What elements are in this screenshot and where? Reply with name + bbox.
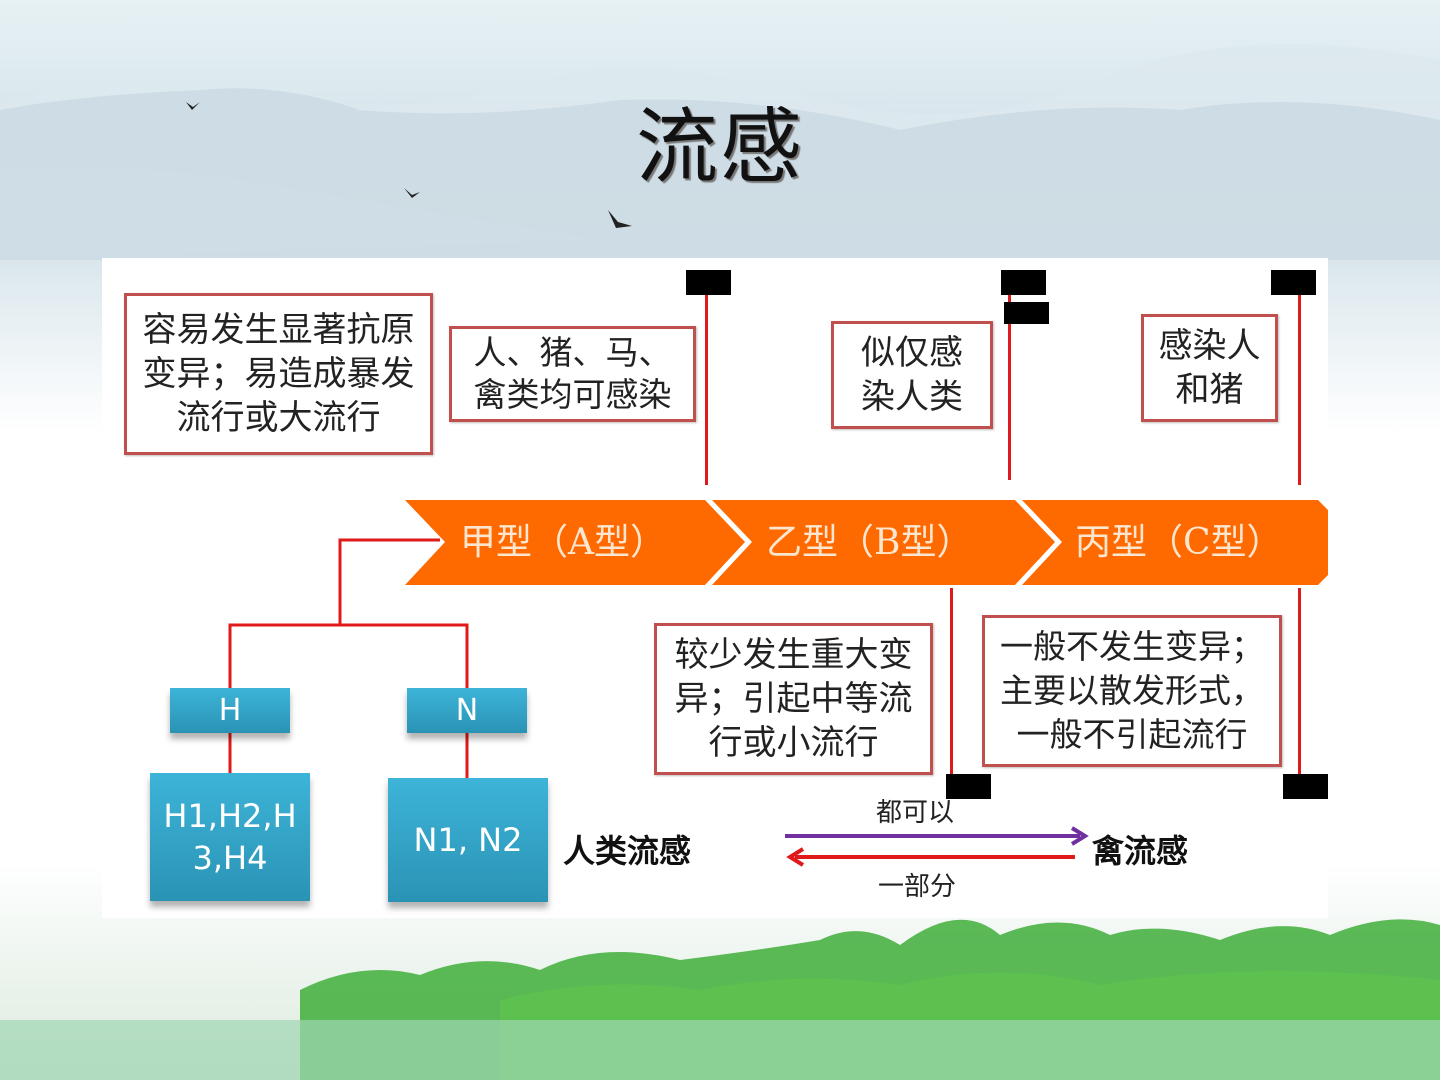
redaction-block [686, 270, 731, 295]
subtype-h-box: H [170, 688, 290, 733]
subtype-h-values: H1,H2,H3,H4 [163, 797, 297, 877]
arrow-forward-head [1070, 826, 1089, 846]
subtype-n-box: N [407, 688, 527, 733]
note-type-c-variation: 一般不发生变异；主要以散发形式，一般不引起流行 [982, 615, 1282, 767]
marker-line-b-top [1008, 270, 1011, 480]
subtype-n-values-box: N1, N2 [388, 778, 548, 902]
type-c-label: 丙型（C型） [1075, 522, 1283, 563]
chevron-type-a [405, 500, 745, 585]
type-b-label: 乙型（B型） [766, 522, 973, 563]
marker-line-b-bottom [950, 588, 953, 783]
bird-icon [186, 102, 200, 110]
note-type-c-host: 感染人和猪 [1141, 314, 1278, 422]
human-flu-label: 人类流感 [563, 832, 692, 870]
marker-line-c-bottom [1298, 588, 1301, 783]
arrow-backward-head [786, 847, 805, 867]
slide-title: 流感 [635, 100, 804, 195]
note-type-b-variation: 较少发生重大变异；引起中等流行或小流行 [654, 623, 933, 775]
connector-a-to-subtypes [338, 538, 440, 625]
chevron-type-c [1022, 500, 1328, 585]
type-a-label: 甲型（A型） [460, 522, 666, 563]
subtype-h-values-box: H1,H2,H3,H4 [150, 773, 310, 901]
redaction-block [1283, 774, 1328, 799]
forward-arrow-label: 都可以 [876, 798, 955, 828]
subtype-n-label: N [455, 693, 479, 728]
redaction-block [1271, 270, 1316, 295]
subtype-h-label: H [218, 693, 242, 728]
redaction-block [1001, 270, 1046, 295]
backward-arrow-label: 一部分 [878, 872, 957, 902]
chevron-type-b [712, 500, 1055, 585]
note-type-b-host: 似仅感染人类 [831, 321, 993, 429]
subtype-n-values: N1, N2 [413, 821, 523, 859]
marker-line-a-top [705, 285, 708, 485]
note-type-a-variation: 容易发生显著抗原变异；易造成暴发流行或大流行 [124, 293, 433, 455]
marker-line-c-top [1298, 285, 1301, 485]
bird-icon [608, 210, 632, 228]
mountain-ridge-front [0, 167, 600, 260]
connector-subtype-bar [228, 623, 469, 688]
bird-icon [404, 188, 420, 198]
note-type-a-host: 人、猪、马、禽类均可感染 [449, 326, 696, 422]
redaction-block [1004, 302, 1049, 324]
lake [0, 1020, 1440, 1080]
redaction-block [946, 774, 991, 799]
avian-flu-label: 禽流感 [1092, 832, 1189, 870]
